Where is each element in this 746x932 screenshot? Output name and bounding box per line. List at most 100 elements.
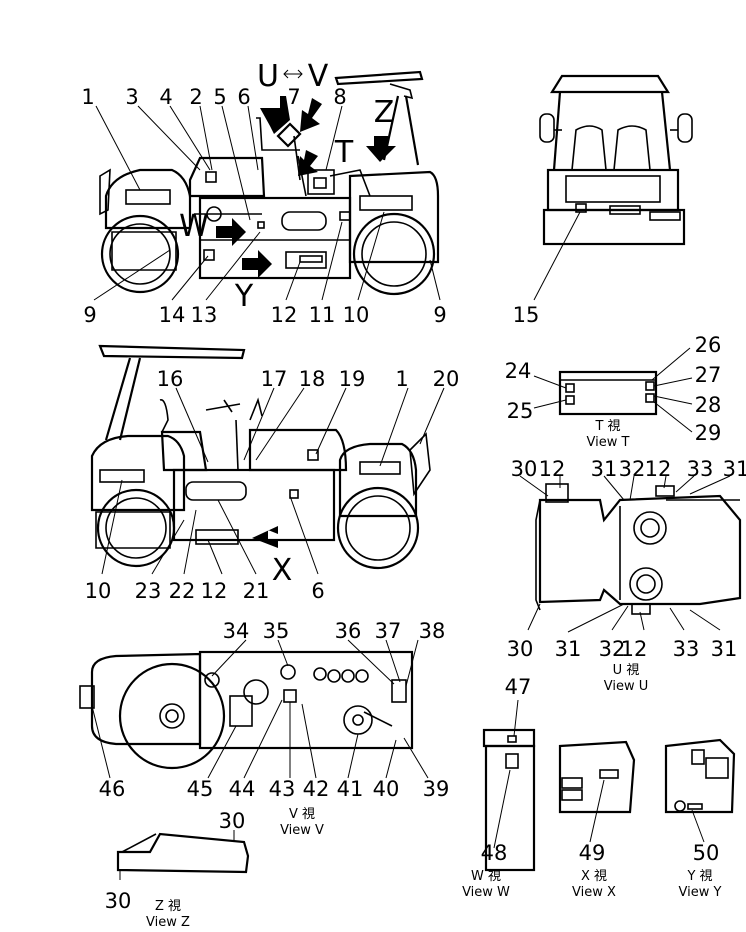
view-t-drawing (533, 347, 693, 433)
view-caption-jp-v: V 視 (289, 807, 315, 822)
view-caption-jp-t: T 視 (594, 419, 620, 434)
part-number-32: 32 (599, 637, 626, 661)
part-number-12: 12 (271, 303, 298, 327)
part-number-33: 33 (687, 457, 714, 481)
part-number-36: 36 (335, 619, 362, 643)
part-number-47: 47 (505, 675, 532, 699)
part-number-33: 33 (673, 637, 700, 661)
view-caption-en-w: View W (462, 885, 510, 900)
part-number-42: 42 (303, 777, 330, 801)
part-number-23: 23 (135, 579, 162, 603)
side-view-left (90, 344, 445, 575)
view-caption-en-u: View U (604, 679, 649, 694)
view-caption-jp-z: Z 視 (155, 899, 181, 914)
part-number-30: 30 (507, 637, 534, 661)
part-number-46: 46 (99, 777, 126, 801)
view-w-drawing (482, 699, 536, 872)
part-number-1: 1 (81, 85, 94, 109)
part-number-15: 15 (513, 303, 540, 327)
view-caption-jp-x: X 視 (581, 869, 607, 884)
part-number-40: 40 (373, 777, 400, 801)
view-letter-y: Y (234, 279, 254, 314)
part-number-28: 28 (695, 393, 722, 417)
part-number-31: 31 (723, 457, 746, 481)
part-number-37: 37 (375, 619, 402, 643)
part-number-45: 45 (187, 777, 214, 801)
part-number-13: 13 (191, 303, 218, 327)
part-number-12: 12 (539, 457, 566, 481)
part-number-31: 31 (555, 637, 582, 661)
part-number-48: 48 (481, 841, 508, 865)
view-y-drawing (664, 738, 736, 843)
uv-double-arrow (283, 69, 303, 79)
view-caption-en-x: View X (572, 885, 616, 900)
part-number-10: 10 (343, 303, 370, 327)
view-caption-en-y: View Y (679, 885, 722, 900)
part-number-49: 49 (579, 841, 606, 865)
part-number-43: 43 (269, 777, 296, 801)
part-number-21: 21 (243, 579, 270, 603)
part-number-32: 32 (619, 457, 646, 481)
part-number-29: 29 (695, 421, 722, 445)
part-number-1: 1 (395, 367, 408, 391)
view-caption-jp-y: Y 視 (686, 869, 712, 884)
view-letter-u: U (257, 59, 279, 94)
part-number-41: 41 (337, 777, 364, 801)
part-number-6: 6 (237, 85, 250, 109)
part-number-25: 25 (507, 399, 534, 423)
part-number-34: 34 (223, 619, 250, 643)
part-number-5: 5 (213, 85, 226, 109)
view-letter-z: Z (374, 95, 395, 130)
part-number-14: 14 (159, 303, 186, 327)
part-number-12: 12 (621, 637, 648, 661)
view-caption-jp-w: W 視 (471, 869, 501, 884)
part-number-17: 17 (261, 367, 288, 391)
view-letter-v: V (308, 59, 329, 94)
part-number-19: 19 (339, 367, 366, 391)
part-number-16: 16 (157, 367, 184, 391)
part-number-24: 24 (505, 359, 532, 383)
view-v-drawing (79, 639, 429, 779)
part-number-30: 30 (219, 809, 246, 833)
view-caption-en-t: View T (587, 435, 630, 450)
part-number-30: 30 (105, 889, 132, 913)
part-number-30: 30 (511, 457, 538, 481)
part-number-18: 18 (299, 367, 326, 391)
part-number-9: 9 (83, 303, 96, 327)
part-number-35: 35 (263, 619, 290, 643)
view-letter-t: T (334, 135, 354, 170)
part-number-12: 12 (201, 579, 228, 603)
part-number-50: 50 (693, 841, 720, 865)
part-number-8: 8 (333, 85, 346, 109)
part-number-6: 6 (311, 579, 324, 603)
view-caption-en-z: View Z (146, 915, 190, 928)
part-number-2: 2 (189, 85, 202, 109)
side-view-right (93, 70, 441, 301)
part-number-26: 26 (695, 333, 722, 357)
view-caption-en-v: View V (280, 823, 324, 838)
view-u-drawing (519, 475, 742, 633)
view-letter-x: X (272, 553, 293, 588)
part-number-3: 3 (125, 85, 138, 109)
part-number-31: 31 (711, 637, 738, 661)
view-z-drawing (116, 830, 250, 880)
part-number-11: 11 (309, 303, 336, 327)
part-number-38: 38 (419, 619, 446, 643)
part-number-9: 9 (433, 303, 446, 327)
part-number-31: 31 (591, 457, 618, 481)
part-number-44: 44 (229, 777, 256, 801)
view-x-drawing (558, 740, 636, 843)
view-letter-w: W (179, 209, 209, 244)
part-number-10: 10 (85, 579, 112, 603)
part-number-12: 12 (645, 457, 672, 481)
part-number-22: 22 (169, 579, 196, 603)
part-number-7: 7 (287, 85, 300, 109)
part-number-27: 27 (695, 363, 722, 387)
view-caption-jp-u: U 視 (613, 663, 640, 678)
part-number-39: 39 (423, 777, 450, 801)
rear-view (533, 74, 693, 301)
part-number-4: 4 (159, 85, 172, 109)
